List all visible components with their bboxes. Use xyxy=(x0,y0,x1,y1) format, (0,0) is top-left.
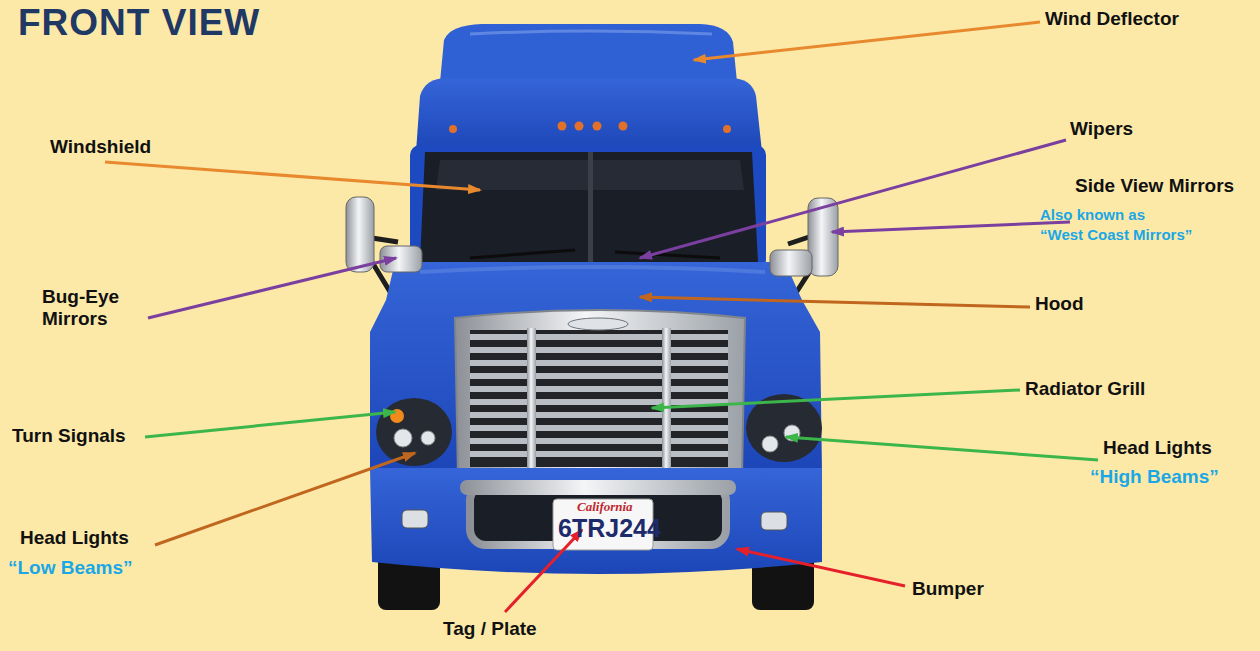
radiator-grill-part xyxy=(470,334,728,340)
headlight-part xyxy=(376,398,452,466)
radiator-grill-part xyxy=(470,451,728,457)
title: FRONT VIEW xyxy=(18,2,260,44)
leader-arrow-part xyxy=(694,22,1040,60)
radiator-grill-part xyxy=(470,438,728,444)
headlight-part xyxy=(421,431,435,445)
leader-arrow-part xyxy=(105,162,480,190)
radiator-grill xyxy=(455,310,745,477)
bug-eye-mirror-part xyxy=(770,250,812,276)
west-coast-mirror xyxy=(346,197,838,276)
radiator-grill-part xyxy=(470,412,728,418)
part-label: Hood xyxy=(1035,293,1084,315)
cab-roof-part xyxy=(593,122,602,131)
truck-illustration xyxy=(346,24,838,610)
part-label: Side View Mirrors xyxy=(1075,175,1234,197)
west-coast-mirror-part xyxy=(346,197,374,272)
part-label: Windshield xyxy=(50,136,151,158)
cab-roof-part xyxy=(449,125,457,133)
plate-number: 6TRJ244 xyxy=(558,514,661,543)
note-label: “West Coast Mirrors” xyxy=(1040,226,1192,243)
note-label: “High Beams” xyxy=(1090,466,1219,488)
radiator-grill-part xyxy=(470,360,728,366)
leader-arrow-part xyxy=(786,437,1098,460)
leader-arrow-part xyxy=(155,453,415,545)
leader-arrow-part xyxy=(640,297,1030,307)
radiator-grill-part xyxy=(568,318,628,330)
part-label: Bug-Eye Mirrors xyxy=(42,286,137,330)
bug-eye-mirror xyxy=(380,246,812,276)
radiator-grill-part xyxy=(470,330,728,467)
leader-arrow-part xyxy=(145,412,395,437)
part-label: Turn Signals xyxy=(12,425,126,447)
wind-deflector xyxy=(440,24,737,82)
leader-arrow-part xyxy=(832,222,1070,232)
radiator-grill-part xyxy=(470,373,728,379)
headlight-part xyxy=(762,436,778,452)
radiator-grill-part xyxy=(455,310,745,477)
windshield xyxy=(410,145,766,270)
headlight xyxy=(376,394,822,466)
part-label: Bumper xyxy=(912,578,984,600)
part-label: Wind Deflector xyxy=(1045,8,1179,30)
radiator-grill-part xyxy=(527,328,536,469)
wiper xyxy=(470,250,720,258)
bumper xyxy=(370,468,822,574)
radiator-grill-part xyxy=(662,328,671,469)
bumper-part xyxy=(460,480,736,495)
wiper-part xyxy=(470,250,575,258)
hood-part xyxy=(420,267,765,272)
hood-part xyxy=(370,262,822,472)
plate-state: California xyxy=(577,500,633,515)
bumper-part xyxy=(761,512,787,530)
bumper-part xyxy=(402,510,428,528)
wiper-part xyxy=(615,252,720,258)
windshield-part xyxy=(588,152,593,262)
leader-arrow xyxy=(105,22,1098,612)
bumper-part xyxy=(370,468,822,574)
cab-roof-part xyxy=(619,122,628,131)
radiator-grill-part xyxy=(470,425,728,431)
leader-arrow-part xyxy=(737,549,905,586)
note-label: Also known as xyxy=(1040,206,1145,223)
headlight-part xyxy=(394,429,412,447)
hood xyxy=(370,262,822,472)
part-label: Tag / Plate xyxy=(443,618,537,640)
part-label: Radiator Grill xyxy=(1025,378,1145,400)
part-label: Head Lights xyxy=(1103,437,1212,459)
windshield-part xyxy=(420,152,758,262)
part-label: Wipers xyxy=(1070,118,1133,140)
cab-roof xyxy=(416,78,762,152)
radiator-grill-part xyxy=(470,399,728,405)
wind-deflector-part xyxy=(440,24,737,82)
radiator-grill-part xyxy=(470,386,728,392)
cab-roof-part xyxy=(723,125,731,133)
wind-deflector-part xyxy=(470,31,712,34)
note-label: “Low Beams” xyxy=(8,557,133,579)
leader-arrow-part xyxy=(148,258,396,318)
part-label: Head Lights xyxy=(20,527,129,549)
leader-arrow-part xyxy=(652,390,1020,408)
radiator-grill-part xyxy=(470,347,728,353)
leader-arrow-part xyxy=(640,140,1066,258)
cab-roof-part xyxy=(558,122,567,131)
mirror-arm-part xyxy=(372,238,398,242)
windshield-part xyxy=(410,145,766,270)
cab-roof-part xyxy=(416,78,762,152)
cab-roof-part xyxy=(575,122,584,131)
leader-arrow-part xyxy=(505,530,582,612)
